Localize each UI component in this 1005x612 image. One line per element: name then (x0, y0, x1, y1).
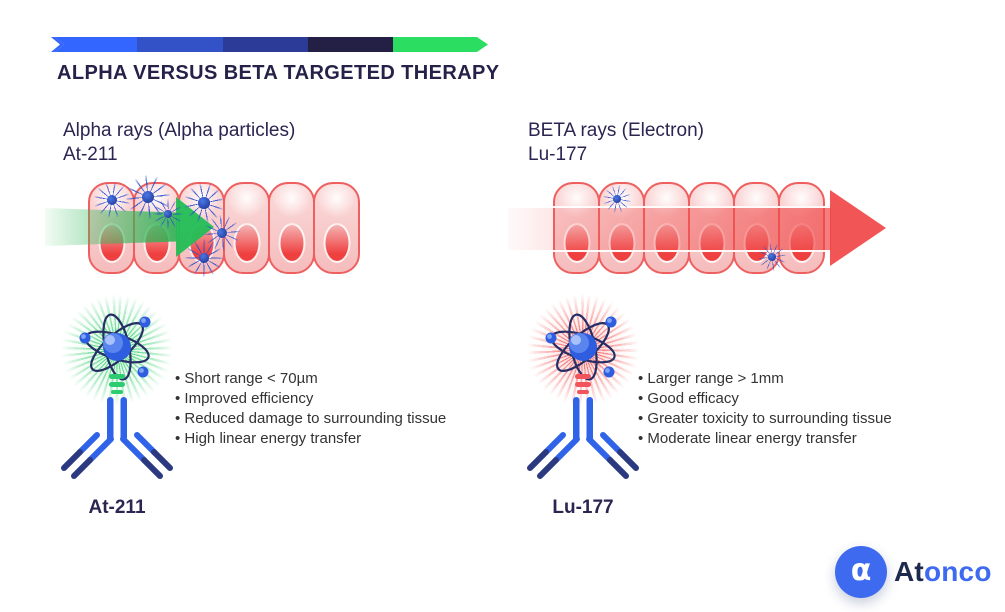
cell (313, 182, 360, 274)
alpha-column-heading: Alpha rays (Alpha particles) At-211 (63, 119, 295, 166)
logo-text: Atonco (894, 556, 992, 588)
logo-text-primary: At (894, 556, 924, 587)
beta-long-range-arrow-body (508, 206, 831, 252)
logo-alpha-glyph: α (850, 553, 872, 588)
starburst-icon (94, 182, 130, 218)
alpha-heading-line1: Alpha rays (Alpha particles) (63, 120, 296, 141)
beta-column-heading: BETA rays (Electron) Lu-177 (528, 119, 704, 166)
bar-segment-arrow (393, 37, 488, 52)
starburst-icon (603, 185, 631, 213)
logo-alpha-icon: α (835, 546, 887, 598)
list-item: Short range < 70µm (175, 369, 495, 389)
bar-segment (308, 37, 393, 52)
antibody-icon (61, 374, 173, 479)
list-item: Moderate linear energy transfer (638, 429, 958, 449)
atom-icon (79, 313, 151, 381)
cell-nucleus (323, 223, 350, 263)
antibody-icon (527, 374, 639, 479)
top-bar (55, 37, 488, 52)
logo-text-secondary: onco (923, 556, 992, 587)
bar-segment (223, 37, 308, 52)
beta-long-range-arrow-head-icon (830, 190, 886, 266)
list-item: Reduced damage to surrounding tissue (175, 409, 495, 429)
beta-radioconjugate-figure (518, 290, 648, 498)
beta-heading-line2: Lu-177 (528, 143, 588, 165)
bar-segment (137, 37, 223, 52)
alpha-radioconjugate-figure (52, 290, 182, 498)
list-item: Greater toxicity to surrounding tissue (638, 409, 958, 429)
list-item: Larger range > 1mm (638, 369, 958, 389)
cell-nucleus (278, 223, 305, 263)
bar-segment (55, 37, 137, 52)
list-item: Improved efficiency (175, 389, 495, 409)
cell (268, 182, 315, 274)
beta-heading-line1: BETA rays (Electron) (528, 120, 704, 141)
page-title: ALPHA VERSUS BETA TARGETED THERAPY (57, 62, 500, 84)
alpha-bullet-list: Short range < 70µm Improved efficiency R… (175, 369, 495, 449)
list-item: High linear energy transfer (175, 429, 495, 449)
atom-icon (545, 313, 617, 381)
beta-isotope-label: Lu-177 (552, 497, 614, 518)
beta-bullet-list: Larger range > 1mm Good efficacy Greater… (638, 369, 958, 449)
atonco-logo: α Atonco (835, 546, 992, 598)
alpha-isotope-label: At-211 (88, 497, 146, 518)
alpha-heading-line2: At-211 (63, 143, 118, 165)
list-item: Good efficacy (638, 389, 958, 409)
